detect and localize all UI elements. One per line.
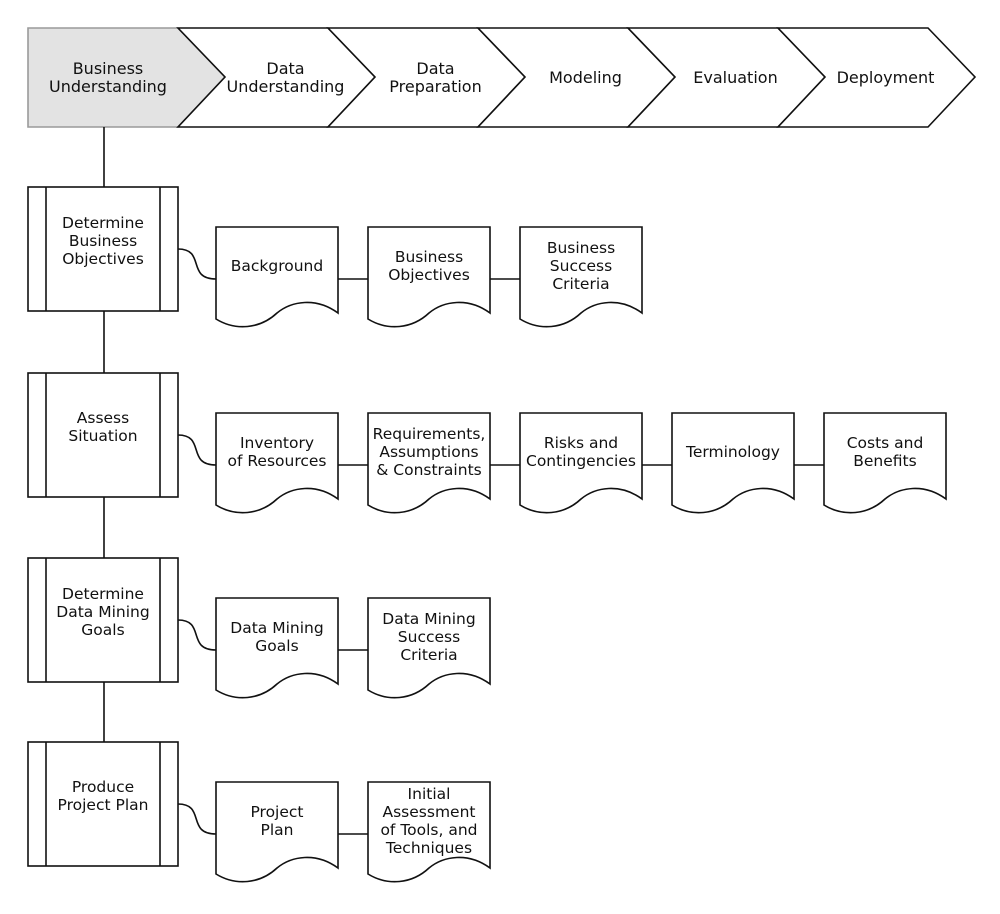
output-document-business-success-criteria: [519, 226, 643, 328]
output-document-business-objectives: [367, 226, 491, 328]
output-document-requirements-assumptions-constraints: [367, 412, 491, 514]
output-document-initial-assessment-of-tools: [367, 781, 491, 883]
task-box-determine-business-objectives: [27, 186, 179, 312]
task-box-produce-project-plan: [27, 741, 179, 867]
task-to-output-connector: [177, 619, 217, 651]
output-document-costs-and-benefits: [823, 412, 947, 514]
task-to-output-connector: [177, 434, 217, 466]
task-to-output-connector: [177, 248, 217, 280]
task-box-assess-situation: [27, 372, 179, 498]
task-box-determine-data-mining-goals: [27, 557, 179, 683]
output-document-project-plan: [215, 781, 339, 883]
output-document-data-mining-success-criteria: [367, 597, 491, 699]
output-document-terminology: [671, 412, 795, 514]
task-to-output-connector: [177, 803, 217, 835]
output-document-data-mining-goals: [215, 597, 339, 699]
output-document-inventory-of-resources: [215, 412, 339, 514]
output-document-risks-and-contingencies: [519, 412, 643, 514]
output-document-background: [215, 226, 339, 328]
phase-chevron-deployment: [776, 27, 977, 128]
